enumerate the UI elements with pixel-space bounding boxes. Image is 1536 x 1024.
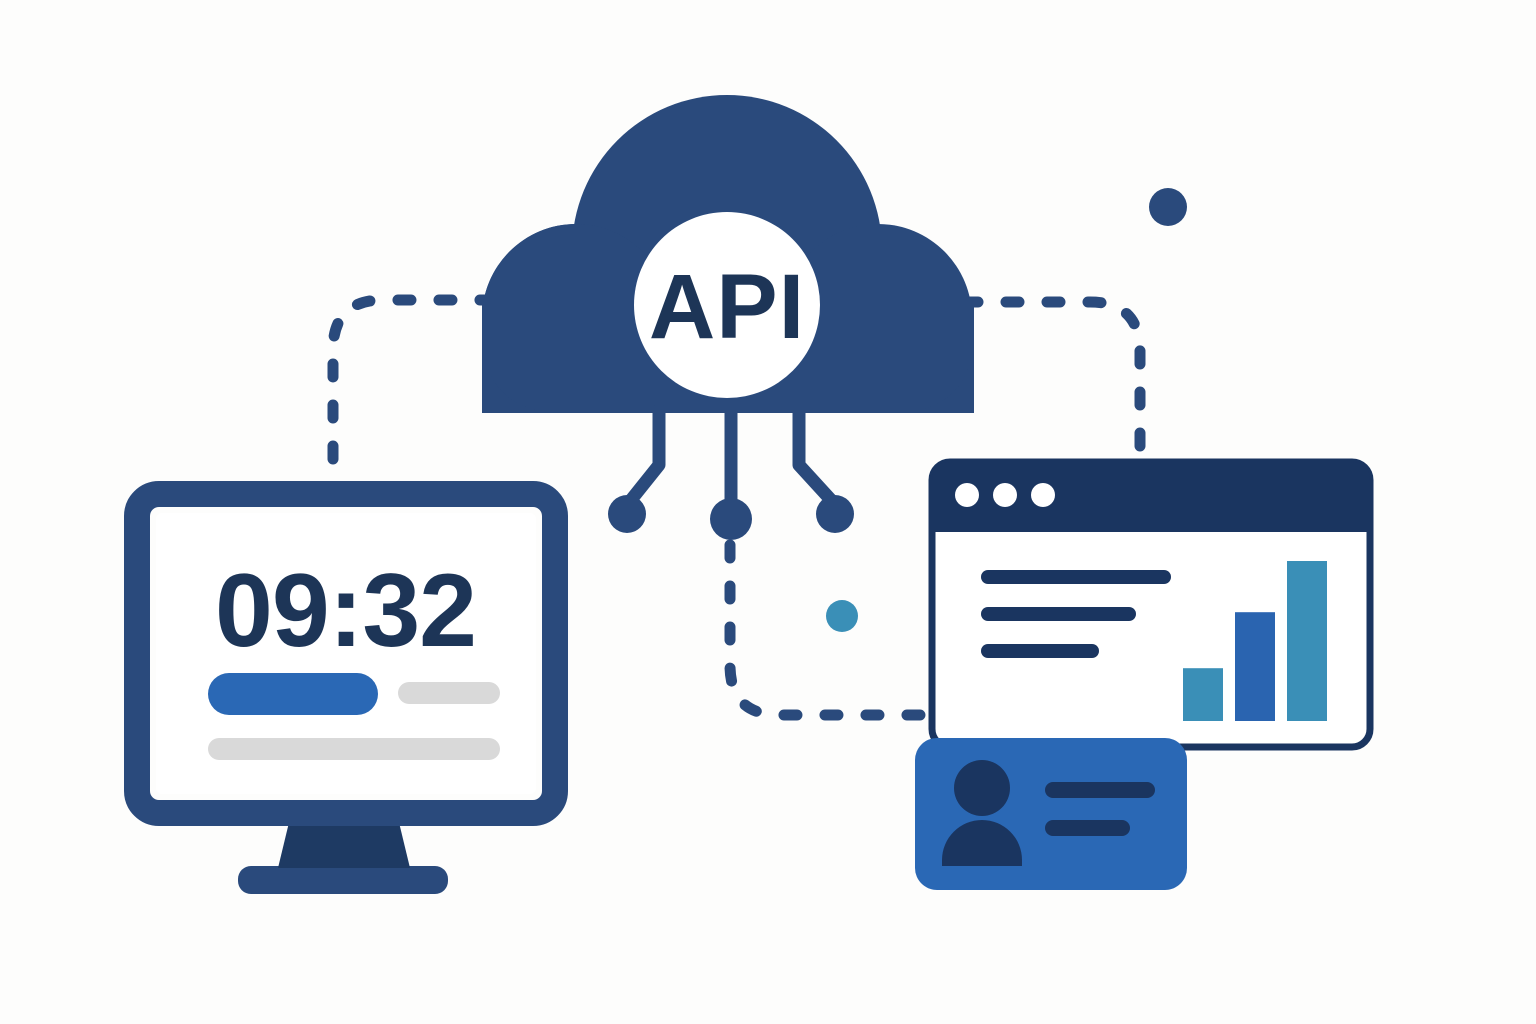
avatar — [942, 760, 1022, 866]
profile-detail-line — [1045, 820, 1130, 836]
chart-bar-2 — [1235, 612, 1275, 721]
api-label: API — [649, 256, 805, 358]
node-center-endpoint[interactable] — [710, 498, 752, 540]
cloud-connector-stems — [624, 403, 838, 515]
connector-node-to-profile — [724, 539, 926, 721]
chart-bar-1 — [1183, 668, 1223, 721]
browser-text-line-2 — [981, 607, 1136, 621]
monitor-wide-bar — [208, 738, 500, 760]
avatar-head-icon — [954, 760, 1010, 816]
monitor-frame — [124, 481, 568, 826]
browser-titlebar — [932, 462, 1370, 532]
chart-bar-3 — [1287, 561, 1327, 721]
cloud-endpoint-nodes[interactable] — [608, 495, 854, 540]
browser-traffic-light-1[interactable] — [955, 483, 979, 507]
browser-text-line-1 — [981, 570, 1171, 584]
monitor-primary-pill[interactable] — [208, 673, 378, 715]
monitor-screen[interactable] — [156, 513, 536, 794]
monitor-base — [238, 866, 448, 894]
browser-traffic-light-3[interactable] — [1031, 483, 1055, 507]
api-badge-circle — [634, 212, 820, 398]
dot-navy-top-right-icon — [1149, 188, 1187, 226]
browser-text-line-3 — [981, 644, 1099, 658]
dashboard-browser-window[interactable] — [928, 458, 1374, 751]
profile-name-line — [1045, 782, 1155, 798]
profile-card-body — [915, 738, 1187, 890]
api-cloud[interactable]: API — [482, 95, 974, 413]
node-right-endpoint[interactable] — [816, 495, 854, 533]
user-profile-card[interactable] — [915, 738, 1187, 890]
dot-teal-center-icon — [826, 600, 858, 632]
desktop-monitor[interactable]: 09:32 — [124, 481, 568, 894]
browser-traffic-light-2[interactable] — [993, 483, 1017, 507]
node-left-endpoint[interactable] — [608, 495, 646, 533]
avatar-body-icon — [942, 820, 1022, 866]
monitor-clock-value: 09:32 — [215, 553, 476, 669]
monitor-secondary-bar — [398, 682, 500, 704]
browser-bar-chart — [1183, 561, 1327, 721]
connector-cloud-to-browser — [959, 296, 1146, 456]
